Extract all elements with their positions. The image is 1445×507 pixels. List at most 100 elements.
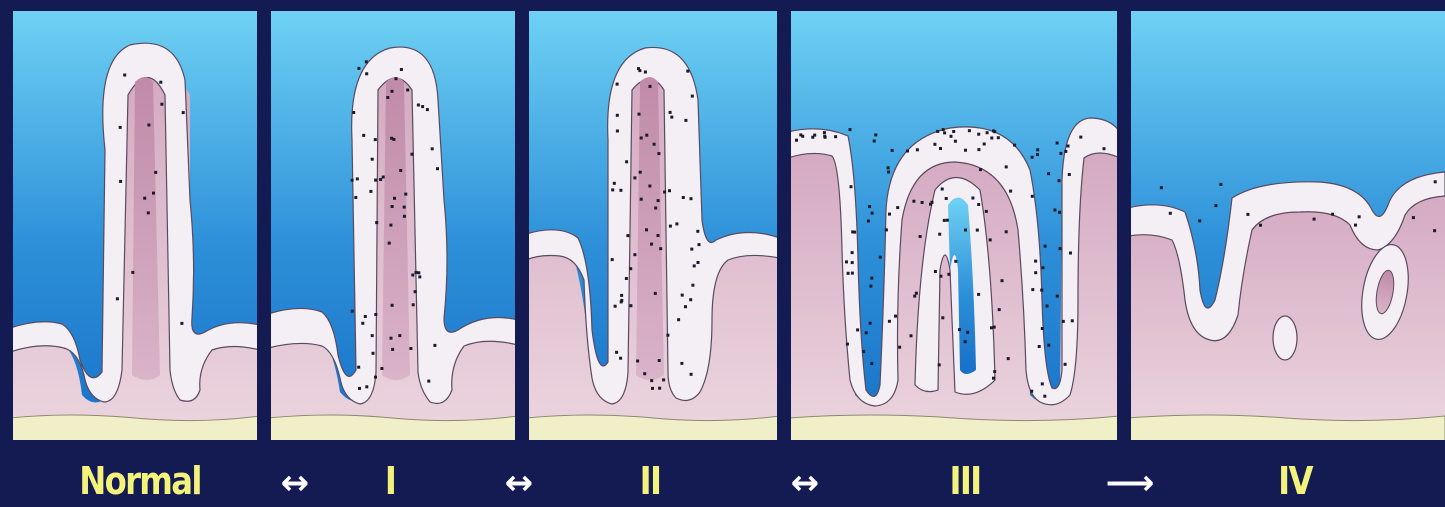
lymphocyte-dot (983, 143, 986, 146)
label-stage-iv: IV (1261, 456, 1329, 506)
lymphocyte-dot (1067, 145, 1070, 148)
lymphocyte-dot (371, 334, 374, 337)
lymphocyte-dot (616, 114, 619, 117)
lymphocyte-dot (910, 334, 913, 337)
lymphocyte-dot (945, 197, 948, 200)
lymphocyte-dot (638, 113, 641, 116)
progression-arrow: ⟶ (1090, 468, 1170, 498)
lymphocyte-dot (976, 229, 979, 232)
lymphocyte-dot (659, 247, 662, 250)
lymphocyte-dot (426, 108, 429, 111)
lymphocyte-dot (611, 258, 614, 261)
lymphocyte-dot (1013, 144, 1016, 147)
lymphocyte-dot (869, 322, 872, 325)
lymphocyte-dot (662, 378, 665, 381)
lymphocyte-dot (977, 148, 980, 151)
lymphocyte-dot (358, 387, 361, 390)
lymphocyte-dot (352, 111, 355, 114)
panel-stage-i (268, 8, 518, 443)
lymphocyte-dot (954, 260, 957, 263)
lymphocyte-dot (1059, 247, 1062, 250)
lymphocyte-dot (933, 143, 936, 146)
lymphocyte-dot (152, 192, 155, 195)
lymphocyte-dot (643, 372, 646, 375)
lymphocyte-dot (1031, 195, 1034, 198)
lymphocyte-dot (431, 147, 434, 150)
lymphocyte-dot (1030, 390, 1033, 393)
lymphocyte-dot (921, 201, 924, 204)
label-stage-ii: II (620, 456, 680, 506)
lymphocyte-dot (663, 191, 666, 194)
lymphocyte-dot (436, 167, 439, 170)
lymphocyte-dot (374, 376, 377, 379)
lymphocyte-dot (834, 135, 837, 138)
lymphocyte-dot (372, 352, 375, 355)
lymphocyte-dot (382, 176, 385, 179)
lymphocyte-dot (391, 90, 394, 93)
label-stage-iii: III (931, 456, 999, 506)
lymphocyte-dot (119, 126, 122, 129)
lymphocyte-dot (1046, 305, 1049, 308)
lymphocyte-dot (1005, 230, 1008, 233)
lymphocyte-dot (1064, 150, 1067, 153)
lymphocyte-dot (119, 180, 122, 183)
lymphocyte-dot (651, 387, 654, 390)
lymphocyte-dot (682, 196, 685, 199)
panel-stage-iv (1128, 8, 1445, 443)
lymphocyte-dot (977, 203, 980, 206)
lymphocyte-dot (971, 197, 974, 200)
lymphocyte-dot (670, 116, 673, 119)
lymphocyte-dot (697, 261, 700, 264)
lymphocyte-dot (888, 213, 891, 216)
lymphocyte-dot (657, 152, 660, 155)
lymphocyte-dot (847, 272, 850, 275)
lymphocyte-dot (399, 169, 402, 172)
lymphocyte-dot (648, 185, 651, 188)
lymphocyte-dot (640, 198, 643, 201)
lymphocyte-dot (639, 171, 642, 174)
lymphocyte-dot (1219, 183, 1222, 186)
lymphocyte-dot (1068, 173, 1071, 176)
lymphocyte-dot (1007, 357, 1010, 360)
lymphocyte-dot (1056, 142, 1059, 145)
lymphocyte-dot (906, 150, 909, 153)
lymphocyte-dot (351, 310, 354, 313)
lymphocyte-dot (669, 225, 672, 228)
lymphocyte-dot (691, 95, 694, 98)
lymphocyte-dot (391, 205, 394, 208)
panel-stage-ii (526, 8, 780, 443)
lymphocyte-dot (365, 60, 368, 63)
lymphocyte-dot (851, 251, 854, 254)
lymphocyte-dot (154, 171, 157, 174)
lymphocyte-dot (947, 273, 950, 276)
lymphocyte-dot (986, 131, 989, 134)
lymphocyte-dot (868, 205, 871, 208)
panel-normal (10, 8, 260, 443)
lymphocyte-dot (633, 253, 636, 256)
lymphocyte-dot (644, 71, 647, 74)
lymphocyte-dot (657, 234, 660, 237)
lymphocyte-dot (1198, 219, 1201, 222)
lymphocyte-dot (681, 294, 684, 297)
lymphocyte-dot (936, 130, 939, 133)
lymphocyte-dot (856, 328, 859, 331)
lymphocyte-dot (824, 136, 827, 139)
lymphocyte-dot (433, 344, 436, 347)
lymphocyte-dot (1043, 395, 1046, 398)
lymphocyte-dot (865, 331, 868, 334)
lymphocyte-dot (159, 81, 162, 84)
lymphocyte-dot (689, 298, 692, 301)
lymphocyte-dot (365, 385, 368, 388)
lymphocyte-dot (919, 235, 922, 238)
lymphocyte-dot (357, 67, 360, 70)
lymphocyte-dot (636, 360, 639, 363)
lymphocyte-dot (1031, 156, 1034, 159)
lymphocyte-dot (669, 111, 672, 114)
lymphocyte-dot (361, 322, 364, 325)
lymphocyte-dot (403, 206, 406, 209)
lymphocyte-dot (894, 315, 897, 318)
reversible-arrow-2: ↔ (484, 468, 554, 498)
lymphocyte-dot (885, 228, 888, 231)
